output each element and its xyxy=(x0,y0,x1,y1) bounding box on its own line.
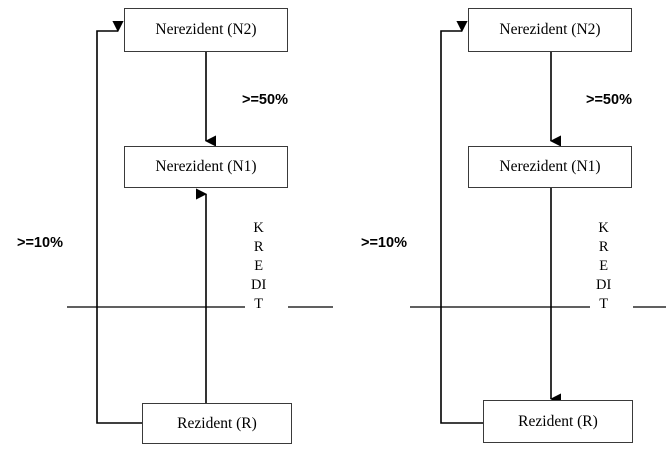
left-node-nerezident-n1[interactable]: Nerezident (N1) xyxy=(124,146,288,188)
left-node-n2-label: Nerezident (N2) xyxy=(155,21,257,38)
left-kredit-label: K R E DI T xyxy=(249,219,269,314)
left-kredit-letter-e: E xyxy=(254,258,264,274)
left-node-n1-label: Nerezident (N1) xyxy=(155,158,257,175)
right-node-nerezident-n1[interactable]: Nerezident (N1) xyxy=(468,146,632,188)
left-node-nerezident-n2[interactable]: Nerezident (N2) xyxy=(124,8,288,52)
right-node-r-label: Rezident (R) xyxy=(518,412,598,430)
right-kredit-letter-e: E xyxy=(599,258,609,274)
right-label-pct-50: >=50% xyxy=(586,92,632,108)
right-kredit-label: K R E DI T xyxy=(594,219,614,314)
left-kredit-letter-r: R xyxy=(253,239,264,255)
right-node-nerezident-n2[interactable]: Nerezident (N2) xyxy=(468,8,632,52)
right-edge-r-to-n2-feedback xyxy=(440,20,483,424)
left-label-pct-50: >=50% xyxy=(242,92,288,108)
right-kredit-letter-di: DI xyxy=(596,277,612,293)
right-node-rezident-r[interactable]: Rezident (R) xyxy=(483,400,633,443)
left-edge-r-to-n2-feedback xyxy=(96,20,142,424)
right-kredit-letter-k: K xyxy=(598,220,609,236)
left-label-pct-10: >=10% xyxy=(17,235,63,251)
left-kredit-letter-k: K xyxy=(253,220,264,236)
left-kredit-letter-di: DI xyxy=(251,277,267,293)
right-node-n1-label: Nerezident (N1) xyxy=(499,158,601,175)
right-kredit-letter-t: T xyxy=(599,296,609,312)
right-node-n2-label: Nerezident (N2) xyxy=(499,21,601,38)
left-node-r-label: Rezident (R) xyxy=(177,414,257,432)
right-kredit-letter-r: R xyxy=(598,239,609,255)
left-node-rezident-r[interactable]: Rezident (R) xyxy=(142,403,292,444)
right-label-pct-10: >=10% xyxy=(361,235,407,251)
left-kredit-letter-t: T xyxy=(254,296,264,312)
